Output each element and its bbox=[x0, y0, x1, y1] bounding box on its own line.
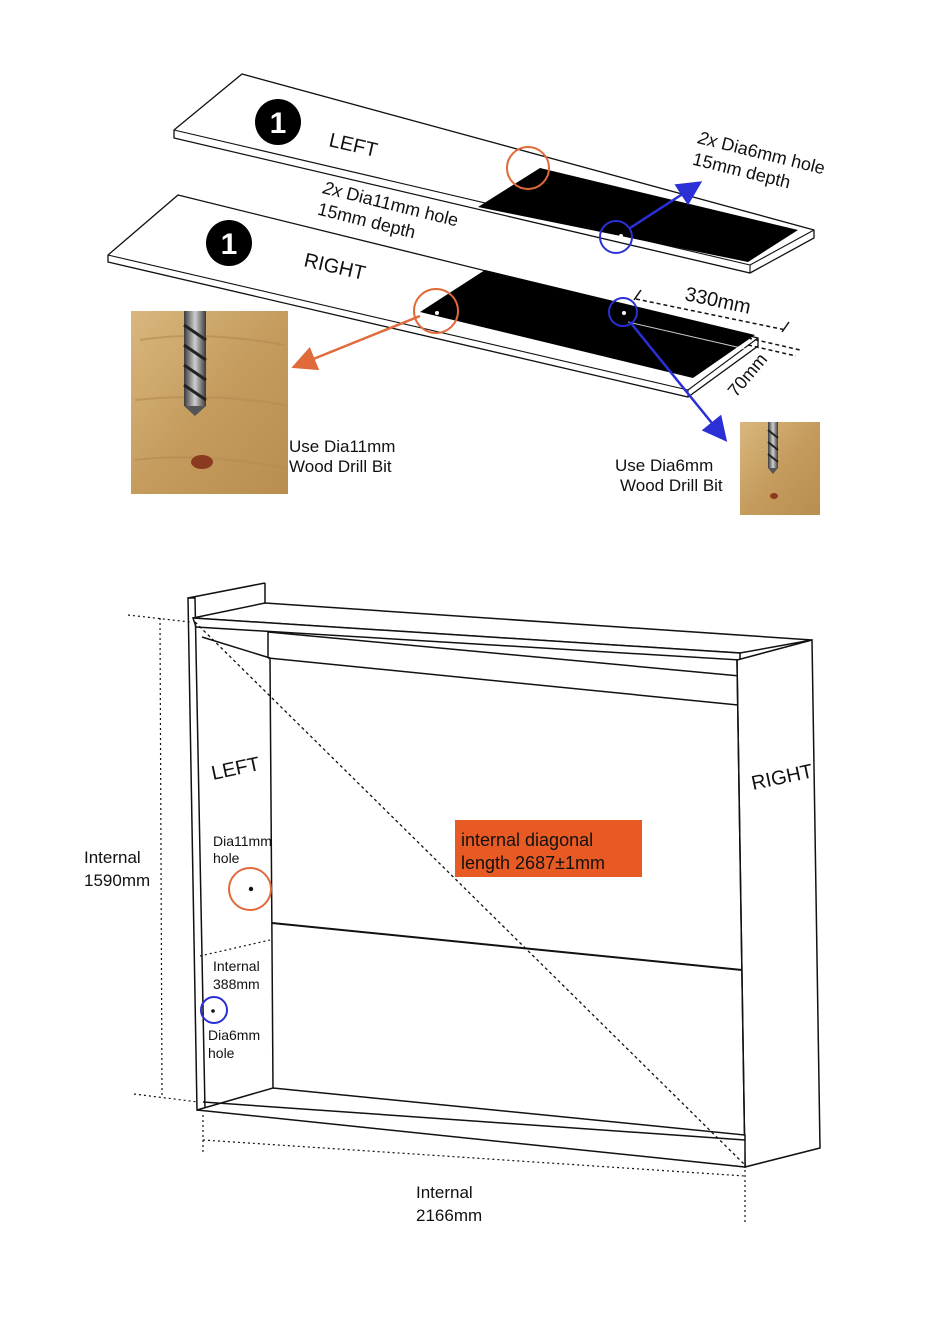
hole6-dot-left-panel bbox=[619, 234, 623, 238]
hole11-dot-left-panel bbox=[528, 168, 532, 172]
internal-height-line1: Internal bbox=[84, 848, 141, 867]
drill11-caption-line2: Wood Drill Bit bbox=[289, 457, 392, 476]
internal-388mm-guide bbox=[200, 940, 270, 956]
drill6-caption-line2: Wood Drill Bit bbox=[620, 476, 723, 495]
internal-diagonal-line bbox=[195, 622, 745, 1165]
internal-width-line2: 2166mm bbox=[416, 1206, 482, 1225]
hole11-dot-right-panel bbox=[435, 311, 439, 315]
frame-left-label: LEFT bbox=[209, 753, 261, 785]
drill6-caption-line1: Use Dia6mm bbox=[615, 456, 713, 475]
internal-width-line1: Internal bbox=[416, 1183, 473, 1202]
diagonal-label-line2: length 2687±1mm bbox=[461, 853, 605, 873]
drill11-arrow bbox=[296, 316, 420, 366]
frame-hole6-line1: Dia6mm bbox=[208, 1027, 260, 1043]
frame-hole11-line1: Dia11mm bbox=[213, 833, 272, 849]
frame-hole11-dot bbox=[249, 887, 253, 891]
hole11-callout-count: 2x bbox=[320, 177, 345, 201]
hole6-callout: 2x Dia6mm hole 15mm depth bbox=[690, 127, 827, 199]
step-badge-left-number: 1 bbox=[270, 107, 287, 140]
dimension-330mm-label: 330mm bbox=[683, 283, 753, 318]
frame-internal388-line2: 388mm bbox=[213, 976, 260, 992]
frame-hole11-line2: hole bbox=[213, 850, 240, 866]
drill11-photo bbox=[131, 311, 288, 494]
hole6-dot-right-panel bbox=[622, 311, 626, 315]
frame-internal388-line1: Internal bbox=[213, 958, 260, 974]
frame-hole6-line2: hole bbox=[208, 1045, 235, 1061]
internal-height-line2: 1590mm bbox=[84, 871, 150, 890]
frame-hole6-dot bbox=[211, 1009, 215, 1013]
drill11-caption-line1: Use Dia11mm bbox=[289, 437, 395, 456]
step-badge-right-number: 1 bbox=[221, 228, 238, 261]
hole6-callout-count: 2x bbox=[695, 127, 720, 151]
diagonal-label-line1: internal diagonal bbox=[461, 830, 593, 850]
drill6-photo bbox=[740, 422, 820, 515]
